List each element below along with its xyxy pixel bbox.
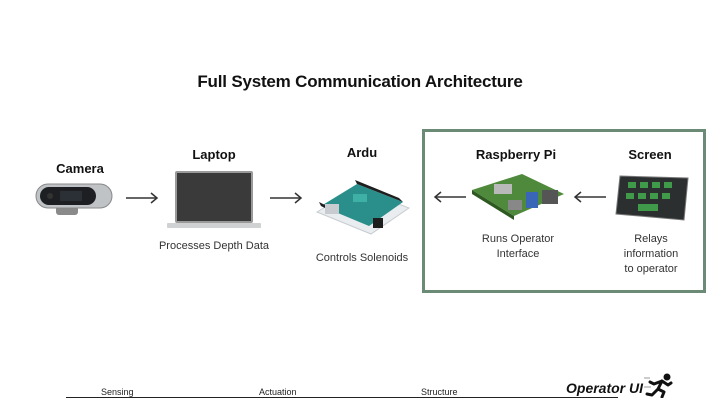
arrow-right-icon xyxy=(126,192,159,204)
caption-line: information xyxy=(623,248,679,260)
operator-ui-highlight-box xyxy=(422,129,706,293)
arduino-board-icon xyxy=(315,180,411,235)
caption-line: Relays xyxy=(634,233,668,245)
footer-divider xyxy=(66,397,618,398)
arrow-left-icon xyxy=(433,191,466,203)
caption-line: Interface xyxy=(496,248,540,260)
laptop-caption: Processes Depth Data xyxy=(158,240,270,252)
arduino-label: Ardu xyxy=(346,145,378,160)
caption-line: Runs Operator xyxy=(481,233,555,245)
raspberry-pi-board-icon xyxy=(472,174,564,220)
screen-caption: Relays information to operator xyxy=(610,232,692,277)
footer-tab-actuation[interactable]: Actuation xyxy=(259,387,297,397)
camera-label: Camera xyxy=(56,161,104,176)
arrow-left-icon xyxy=(573,191,606,203)
page-title: Full System Communication Architecture xyxy=(197,72,523,91)
footer-tab-structure[interactable]: Structure xyxy=(421,387,458,397)
laptop-label: Laptop xyxy=(192,147,236,162)
footer-tab-sensing[interactable]: Sensing xyxy=(101,387,134,397)
footer-brand: Operator UI xyxy=(566,380,644,396)
touch-screen-icon xyxy=(615,175,689,221)
raspberry-pi-caption: Runs Operator Interface xyxy=(460,232,576,262)
laptop-icon xyxy=(167,171,261,228)
arrow-right-icon xyxy=(270,192,303,204)
screen-label: Screen xyxy=(628,147,672,162)
arduino-caption: Controls Solenoids xyxy=(315,252,409,264)
camera-icon xyxy=(35,183,113,215)
raspberry-pi-label: Raspberry Pi xyxy=(475,147,557,162)
runner-icon xyxy=(644,373,673,398)
caption-line: to operator xyxy=(624,263,678,275)
